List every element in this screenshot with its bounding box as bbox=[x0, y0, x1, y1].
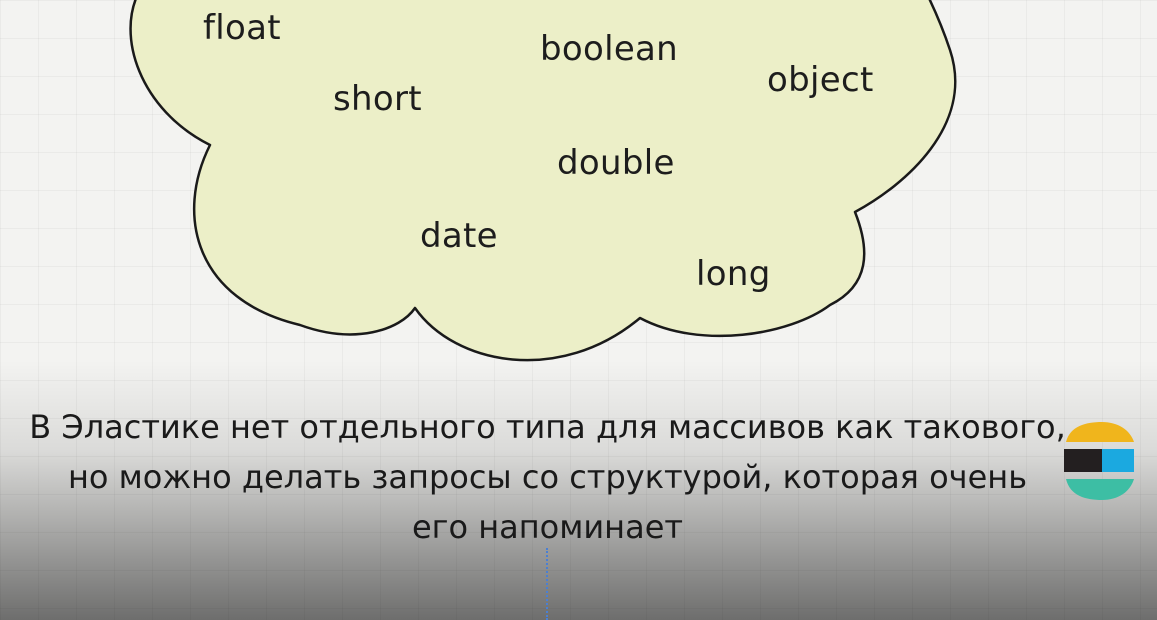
bottom-shade bbox=[0, 360, 1157, 620]
cloud-word-double: double bbox=[557, 143, 675, 183]
subtitle-caption: В Эластике нет отдельного типа для масси… bbox=[20, 402, 1075, 552]
cloud-word-boolean: boolean bbox=[540, 29, 679, 69]
caption-line-3: его напоминает bbox=[411, 508, 684, 546]
cloud-word-short: short bbox=[333, 79, 422, 119]
dotted-connector-line bbox=[546, 548, 548, 620]
cloud-word-float: float bbox=[203, 8, 281, 48]
cloud-word-date: date bbox=[420, 216, 498, 256]
cloud-word-object: object bbox=[767, 60, 874, 100]
cloud-word-long: long bbox=[696, 254, 771, 294]
caption-line-1: В Эластике нет отдельного типа для масси… bbox=[29, 408, 1066, 446]
caption-line-2: но можно делать запросы со структурой, к… bbox=[67, 458, 1028, 496]
elastic-logo-icon bbox=[1064, 422, 1134, 500]
